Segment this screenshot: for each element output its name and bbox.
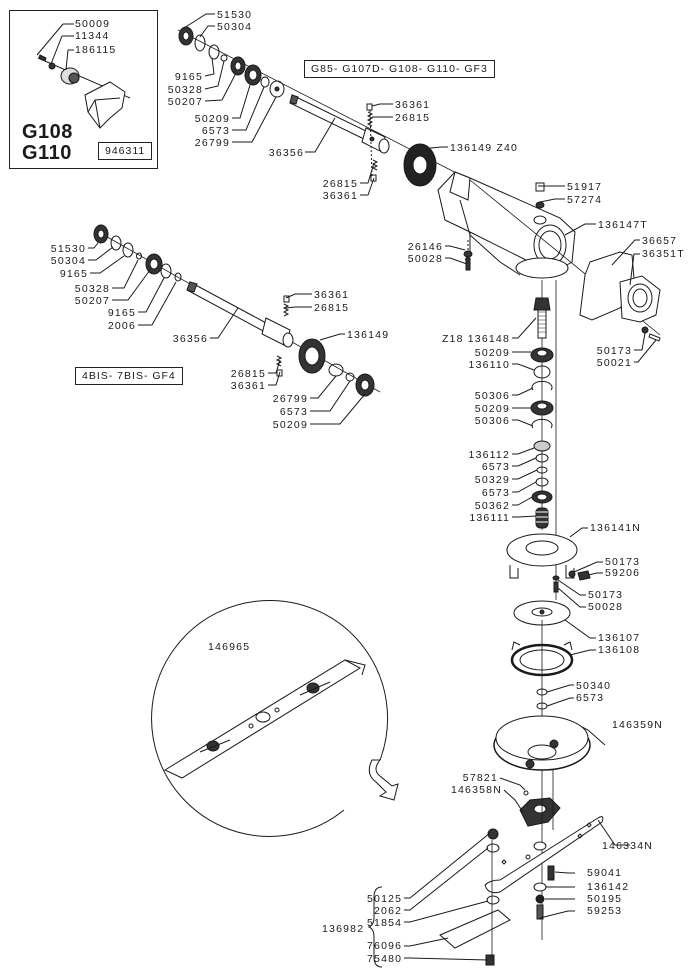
- part-label[interactable]: 136149: [347, 329, 390, 341]
- model-label: G110: [22, 142, 72, 164]
- part-label[interactable]: 59206: [605, 567, 641, 579]
- part-label[interactable]: 51530: [50, 243, 86, 255]
- part-label[interactable]: 26799: [272, 393, 308, 405]
- part-label[interactable]: 50362: [474, 500, 510, 512]
- part-label[interactable]: 51854: [367, 917, 403, 929]
- part-label[interactable]: 36361: [314, 289, 350, 301]
- part-label[interactable]: 136147T: [598, 219, 648, 231]
- part-label[interactable]: Z18 136148: [441, 333, 510, 345]
- part-label[interactable]: 136141N: [590, 522, 642, 534]
- part-label[interactable]: 50173: [588, 589, 624, 601]
- part-label[interactable]: 51917: [567, 181, 603, 193]
- kit-label[interactable]: 136982: [322, 923, 365, 935]
- model-label: G108: [22, 121, 73, 143]
- gearbox-drawing: [437, 171, 661, 363]
- lower-shaft-drawing: [88, 224, 381, 425]
- part-label[interactable]: 50306: [474, 390, 510, 402]
- part-label[interactable]: 6573: [201, 125, 230, 137]
- part-label[interactable]: 50009: [75, 18, 111, 30]
- part-label[interactable]: 36361: [230, 380, 266, 392]
- part-label[interactable]: 50021: [596, 357, 632, 369]
- part-label[interactable]: 50209: [474, 347, 510, 359]
- part-label[interactable]: 50306: [474, 415, 510, 427]
- part-label[interactable]: 36351T: [642, 248, 685, 260]
- part-label[interactable]: 50207: [167, 96, 203, 108]
- part-label[interactable]: 50207: [74, 295, 110, 307]
- part-label[interactable]: 51530: [217, 9, 253, 21]
- inset-box: [9, 10, 158, 169]
- part-label[interactable]: 50304: [217, 21, 253, 33]
- part-label[interactable]: 36657: [642, 235, 678, 247]
- part-label[interactable]: 50173: [605, 556, 641, 568]
- blade-holder-drawing: [493, 715, 606, 940]
- part-label[interactable]: 136108: [598, 644, 641, 656]
- part-label[interactable]: 146359N: [612, 719, 664, 731]
- part-label[interactable]: 6573: [576, 692, 605, 704]
- part-label[interactable]: 36361: [395, 99, 431, 111]
- part-label[interactable]: 26799: [194, 137, 230, 149]
- part-label[interactable]: 59041: [587, 867, 623, 879]
- part-label[interactable]: 50173: [596, 345, 632, 357]
- part-label[interactable]: 186115: [75, 44, 117, 56]
- part-label[interactable]: 36356: [172, 333, 208, 345]
- disc-assembly-drawing: [506, 527, 603, 760]
- part-label[interactable]: 2062: [374, 905, 403, 917]
- part-label[interactable]: 146965: [208, 641, 251, 653]
- part-label[interactable]: 6573: [279, 406, 308, 418]
- part-label[interactable]: 50209: [194, 113, 230, 125]
- part-label[interactable]: 146334N: [602, 840, 654, 852]
- part-label[interactable]: 146358N: [450, 784, 502, 796]
- part-label[interactable]: 50328: [74, 283, 110, 295]
- part-label[interactable]: 26815: [322, 178, 358, 190]
- part-label[interactable]: 26815: [230, 368, 266, 380]
- part-label[interactable]: 9165: [59, 268, 88, 280]
- part-label[interactable]: 50195: [587, 893, 623, 905]
- part-label[interactable]: 57274: [567, 194, 603, 206]
- blade-detail-drawing: [151, 600, 399, 837]
- part-label[interactable]: 50028: [407, 253, 443, 265]
- part-label[interactable]: 59253: [587, 905, 623, 917]
- part-label[interactable]: 50028: [588, 601, 624, 613]
- part-label[interactable]: 11344: [75, 30, 110, 42]
- variant-box-lower: 4BIS- 7BIS- GF4: [75, 367, 183, 385]
- part-label[interactable]: 50125: [367, 893, 403, 905]
- part-label[interactable]: 26815: [395, 112, 431, 124]
- part-label[interactable]: 136111: [469, 512, 510, 524]
- part-label[interactable]: 9165: [174, 71, 203, 83]
- part-label[interactable]: 136107: [598, 632, 641, 644]
- part-label[interactable]: 26815: [314, 302, 350, 314]
- part-label[interactable]: 75480: [367, 953, 403, 965]
- part-label[interactable]: 26146: [407, 241, 443, 253]
- part-label[interactable]: 36361: [322, 190, 358, 202]
- part-label[interactable]: 50209: [272, 419, 308, 431]
- part-label[interactable]: 76096: [367, 940, 403, 952]
- part-label[interactable]: 6573: [481, 461, 510, 473]
- variant-box-upper: G85- G107D- G108- G110- GF3: [304, 60, 495, 78]
- blade-arm-drawing: [367, 816, 630, 968]
- part-label[interactable]: 2006: [107, 320, 136, 332]
- part-label[interactable]: 9165: [107, 307, 136, 319]
- part-label[interactable]: 50328: [167, 84, 203, 96]
- part-label[interactable]: 136110: [468, 359, 510, 371]
- part-label[interactable]: 50340: [576, 680, 612, 692]
- part-label[interactable]: 136149 Z40: [450, 142, 519, 154]
- kit-code-box[interactable]: 946311: [98, 142, 153, 160]
- part-label[interactable]: 6573: [481, 487, 510, 499]
- inset-drawing: [36, 23, 131, 129]
- part-label[interactable]: 50329: [474, 474, 510, 486]
- part-label[interactable]: 57821: [462, 772, 498, 784]
- part-label[interactable]: 136142: [587, 881, 630, 893]
- part-label[interactable]: 136112: [468, 449, 510, 461]
- upper-shaft-drawing: [177, 13, 471, 196]
- part-label[interactable]: 36356: [268, 147, 304, 159]
- part-label[interactable]: 50304: [50, 255, 86, 267]
- part-label[interactable]: 50209: [474, 403, 510, 415]
